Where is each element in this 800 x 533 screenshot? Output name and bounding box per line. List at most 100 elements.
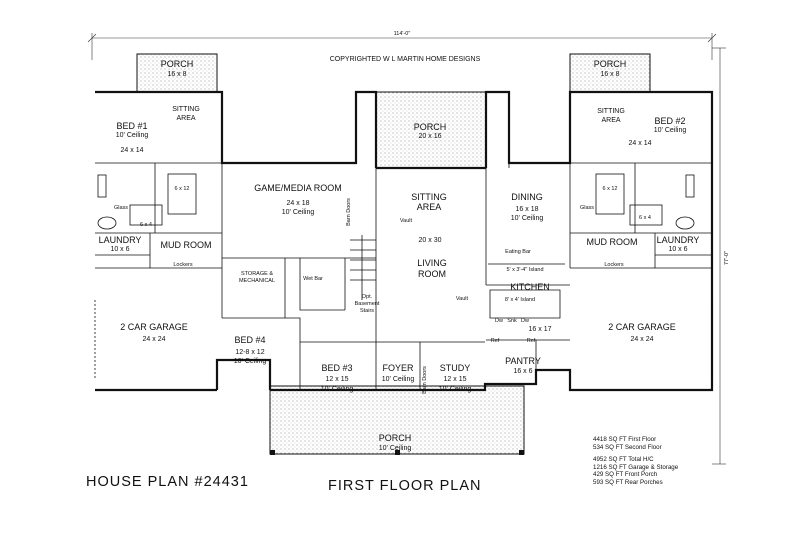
living-room-vault: Vault bbox=[456, 296, 469, 302]
pantry-size: 16 x 6 bbox=[513, 368, 532, 375]
square-footage-stats: 4418 SQ FT First Floor 534 SQ FT Second … bbox=[593, 436, 678, 487]
study-name: STUDY bbox=[440, 363, 471, 373]
kitchen-name: KITCHEN bbox=[510, 282, 550, 292]
kitchen-ref-1: Ref bbox=[491, 338, 500, 344]
house-plan-title: HOUSE PLAN #24431 bbox=[86, 474, 249, 490]
porch-rear-name: PORCH bbox=[414, 122, 447, 132]
exterior-walls bbox=[95, 90, 714, 392]
bath-fixtures-left bbox=[97, 173, 197, 230]
stat-rear-porches: 593 SQ FT Rear Porches bbox=[593, 478, 663, 486]
porch-right-size: 16 x 8 bbox=[600, 71, 619, 78]
bed4-size: 12-8 x 12 bbox=[235, 349, 264, 356]
bed4-name: BED #4 bbox=[234, 335, 265, 345]
bed3-name: BED #3 bbox=[321, 363, 352, 373]
porch-rear-size: 20 x 16 bbox=[419, 133, 442, 140]
porch-front-name: PORCH bbox=[379, 433, 412, 443]
width-dim-label: 114'-0" bbox=[394, 31, 411, 37]
dining-ceiling: 10' Ceiling bbox=[511, 215, 544, 222]
kitchen-island: 8' x 4' Island bbox=[505, 297, 535, 303]
interior-walls bbox=[95, 162, 712, 390]
stat-total: 4952 SQ FT Total H/C bbox=[593, 456, 654, 464]
porch-left-size: 16 x 8 bbox=[167, 71, 186, 78]
bed4-ceiling: 10' Ceiling bbox=[234, 358, 267, 365]
laundry-right-size: 10 x 6 bbox=[668, 246, 687, 253]
kitchen-dw: Dw bbox=[495, 318, 503, 324]
bath-right-shower: 6 x 12 bbox=[603, 186, 618, 192]
laundry-right-name: LAUNDRY bbox=[657, 235, 700, 245]
porch-left-name: PORCH bbox=[161, 59, 194, 69]
foyer-name: FOYER bbox=[382, 363, 414, 373]
storage-line2: MECHANICAL bbox=[239, 278, 275, 284]
bath-left-glass: Glass bbox=[114, 205, 128, 211]
porch-right-name: PORCH bbox=[594, 59, 627, 69]
bed1-area: AREA bbox=[176, 115, 195, 122]
stairs-line3: Stairs bbox=[360, 308, 374, 314]
dining-name: DINING bbox=[511, 192, 543, 202]
kitchen-dw-2: Dw bbox=[521, 318, 529, 324]
study-size: 12 x 15 bbox=[444, 376, 467, 383]
bed3-ceiling: 10' Ceiling bbox=[321, 386, 354, 393]
eating-bar: Eating Bar bbox=[505, 249, 531, 255]
stairs-line2: Basement bbox=[355, 301, 380, 307]
laundry-left-name: LAUNDRY bbox=[99, 235, 142, 245]
kitchen-snk: Snk bbox=[507, 318, 517, 324]
stat-second-floor: 534 SQ FT Second Floor bbox=[593, 443, 662, 451]
depth-dimension: 77'-0" bbox=[712, 47, 730, 465]
laundry-left-size: 10 x 6 bbox=[110, 246, 129, 253]
porch-front bbox=[269, 385, 525, 455]
bed2-area: AREA bbox=[601, 117, 620, 124]
floor-plan-title: FIRST FLOOR PLAN bbox=[328, 478, 482, 494]
bed3-size: 12 x 15 bbox=[326, 376, 349, 383]
mud-left-lockers: Lockers bbox=[173, 262, 193, 268]
study-barn-doors: Barn Doors bbox=[422, 366, 428, 394]
stat-first-floor: 4418 SQ FT First Floor bbox=[593, 436, 657, 443]
copyright-text: COPYRIGHTED W L MARTIN HOME DESIGNS bbox=[330, 56, 481, 63]
foyer-ceiling: 10' Ceiling bbox=[382, 376, 415, 383]
porch-front-note: 10' Ceiling bbox=[379, 445, 412, 452]
sitting-area-line1: SITTING bbox=[411, 192, 447, 202]
game-room-name: GAME/MEDIA ROOM bbox=[254, 183, 342, 193]
game-room-size: 24 x 18 bbox=[287, 200, 310, 207]
game-room-barn-doors: Barn Doors bbox=[346, 198, 352, 226]
bed1-ceiling: 10' Ceiling bbox=[116, 132, 149, 139]
kitchen-size: 16 x 17 bbox=[529, 326, 552, 333]
garage-left-name: 2 CAR GARAGE bbox=[120, 322, 188, 332]
mud-right-name: MUD ROOM bbox=[587, 237, 638, 247]
wet-bar-label: Wet Bar bbox=[303, 276, 323, 282]
garage-left-size: 24 x 24 bbox=[143, 336, 166, 343]
study-ceiling: 10' Ceiling bbox=[439, 386, 472, 393]
porch-rear bbox=[375, 91, 487, 169]
dining-size: 16 x 18 bbox=[516, 206, 539, 213]
width-dimension: 114'-0" bbox=[87, 31, 717, 60]
stat-front-porch: 429 SQ FT Front Porch bbox=[593, 471, 658, 479]
bed1-name: BED #1 bbox=[116, 121, 147, 131]
living-room-size: 20 x 30 bbox=[419, 237, 442, 244]
mud-left-name: MUD ROOM bbox=[161, 240, 212, 250]
bath-left-tub: 6 x 4 bbox=[140, 222, 152, 228]
dining-island: 5' x 3'-4" Island bbox=[506, 267, 543, 273]
storage-line1: STORAGE & bbox=[241, 271, 273, 277]
depth-dim-label: 77'-0" bbox=[724, 251, 730, 265]
bath-right-tub: 6 x 4 bbox=[639, 215, 651, 221]
bath-left-shower: 6 x 12 bbox=[175, 186, 190, 192]
kitchen-ref-2: Ref bbox=[527, 338, 536, 344]
porch-columns bbox=[270, 450, 524, 455]
game-room-ceiling: 10' Ceiling bbox=[282, 209, 315, 216]
pantry-name: PANTRY bbox=[505, 356, 541, 366]
bed2-name: BED #2 bbox=[654, 116, 685, 126]
porch-right bbox=[569, 53, 651, 93]
living-room-line1: LIVING bbox=[417, 258, 447, 268]
bath-right-glass: Glass bbox=[580, 205, 594, 211]
garage-right-name: 2 CAR GARAGE bbox=[608, 322, 676, 332]
mud-right-lockers: Lockers bbox=[604, 262, 624, 268]
bed1-sitting: SITTING bbox=[172, 106, 200, 113]
bath-fixtures-right bbox=[595, 173, 695, 230]
sitting-area-line2: AREA bbox=[417, 202, 442, 212]
bed2-size: 24 x 14 bbox=[629, 140, 652, 147]
stairs-line1: Opt. bbox=[362, 294, 373, 300]
stat-garage: 1216 SQ FT Garage & Storage bbox=[593, 463, 679, 471]
bed2-ceiling: 10' Ceiling bbox=[654, 127, 687, 134]
bed2-sitting: SITTING bbox=[597, 108, 625, 115]
sitting-area-vault: Vault bbox=[400, 218, 413, 224]
